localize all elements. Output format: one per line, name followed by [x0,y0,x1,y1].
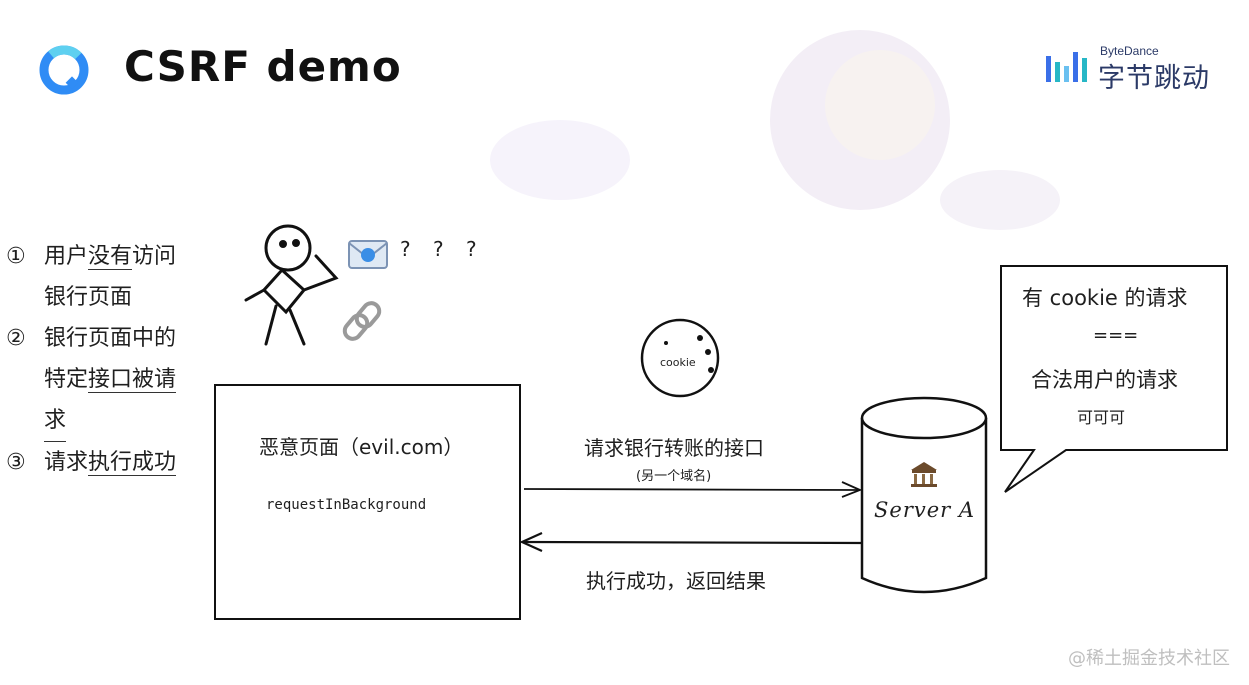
link-icon [342,301,382,341]
step-number: ① [6,244,26,269]
bubble-text-line4: 可可可 [1077,408,1126,427]
brand-name-cn: 字节跳动 [1098,63,1210,94]
step-text: 请求 [44,450,89,475]
step-1: ① 用户没有访问 [6,236,176,277]
brand-name-en: ByteDance [1100,44,1159,58]
user-stick-figure-icon [244,224,339,346]
cookie-icon [640,318,720,398]
step-text: 银行页面 [44,285,133,310]
step-1-cont: 银行页面 [6,277,176,318]
bubble-text-line3: 合法用户的请求 [1031,368,1178,392]
bytedance-logo-icon [1046,52,1087,82]
step-text: 特定 [44,367,89,392]
response-arrow [519,531,863,553]
step-text-underlined: 求 [44,400,67,442]
request-label: 请求银行转账的接口 [584,436,764,460]
bubble-text-line2: === [1093,325,1139,346]
speech-bubble [1000,265,1228,493]
step-2-cont: 特定接口被请 [6,359,177,400]
evil-page-code: requestInBackground [266,497,427,513]
step-text: 访问 [132,244,177,269]
cookie-label: cookie [660,356,696,369]
page-title: CSRF demo [124,42,402,91]
step-text-underlined: 没有 [88,244,133,270]
step-text-underlined: 接口被请 [88,367,177,393]
step-2: ② 银行页面中的 [6,318,176,359]
evil-page-title: 恶意页面（evil.com） [259,435,464,459]
step-text: 用户 [44,244,89,269]
step-number: ② [6,326,26,351]
step-text-underlined: 执行成功 [88,450,177,476]
step-list: ① 用户没有访问 银行页面 ② 银行页面中的 特定接口被请 求 ③ 请求执行成功 [6,236,176,483]
app-logo-icon [39,45,89,95]
question-marks: ? ? ? [400,237,485,261]
mail-icon [348,240,388,269]
request-arrow [523,481,863,498]
bubble-text-line1: 有 cookie 的请求 [1022,286,1188,310]
evil-page-box [214,384,521,620]
server-cylinder [860,396,988,594]
step-2-cont2: 求 [6,400,176,442]
request-sublabel: (另一个域名) [636,469,712,484]
step-text: 银行页面中的 [44,326,177,351]
step-3: ③ 请求执行成功 [6,442,177,483]
bank-icon [911,462,937,487]
response-label: 执行成功，返回结果 [586,569,766,593]
step-number: ③ [6,450,26,475]
server-label: Server A [874,498,976,522]
watermark: @稀土掘金技术社区 [1068,648,1230,669]
